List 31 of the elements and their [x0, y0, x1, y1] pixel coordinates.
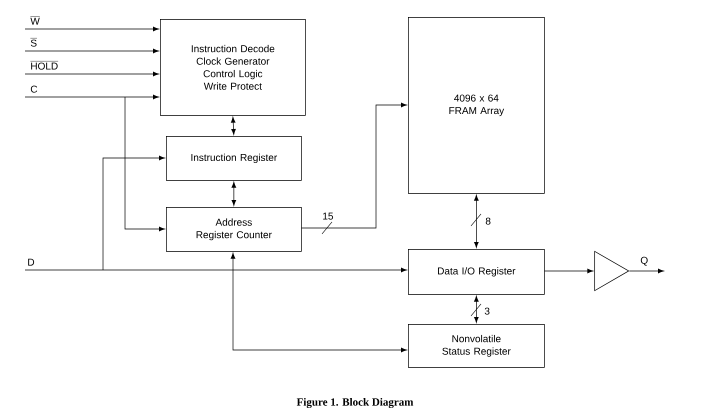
- block-box: 4096 x 64 FRAM Array: [408, 17, 545, 194]
- signal-line: [629, 268, 664, 274]
- block-box: Instruction Decode Clock Generator Control Logic Write Protect: [160, 19, 306, 116]
- signal-label: S: [29, 36, 38, 48]
- signal-label: C: [29, 84, 39, 94]
- signal-line: [232, 182, 236, 206]
- signal-line: [230, 116, 236, 135]
- signal-line: [301, 102, 407, 228]
- signal-line: [102, 156, 165, 270]
- block-box: Instruction Register: [166, 136, 302, 181]
- signal-line: [24, 72, 159, 76]
- block-box: Nonvolatile Status Register: [408, 324, 545, 368]
- signal-line: [544, 268, 594, 274]
- signal-label: 8: [484, 216, 492, 226]
- signal-line: [24, 268, 407, 272]
- figure-caption: Figure 1. Block Diagram: [296, 398, 414, 408]
- signal-label: D: [26, 258, 36, 267]
- block-box: Data I/O Register: [408, 249, 545, 295]
- signal-line: [230, 252, 407, 352]
- block-box: Address Register Counter: [166, 207, 302, 252]
- signal-line: [24, 26, 159, 32]
- signal-line: [124, 96, 165, 232]
- signal-line: [474, 194, 479, 248]
- signal-label: 3: [483, 306, 491, 316]
- signal-label: W: [29, 14, 41, 26]
- signal-label: Q: [639, 256, 650, 267]
- signal-line: [24, 48, 159, 54]
- signal-label: 15: [321, 212, 334, 221]
- signal-line: [474, 296, 479, 323]
- signal-line: [24, 94, 159, 100]
- signal-label: HOLD: [29, 60, 60, 71]
